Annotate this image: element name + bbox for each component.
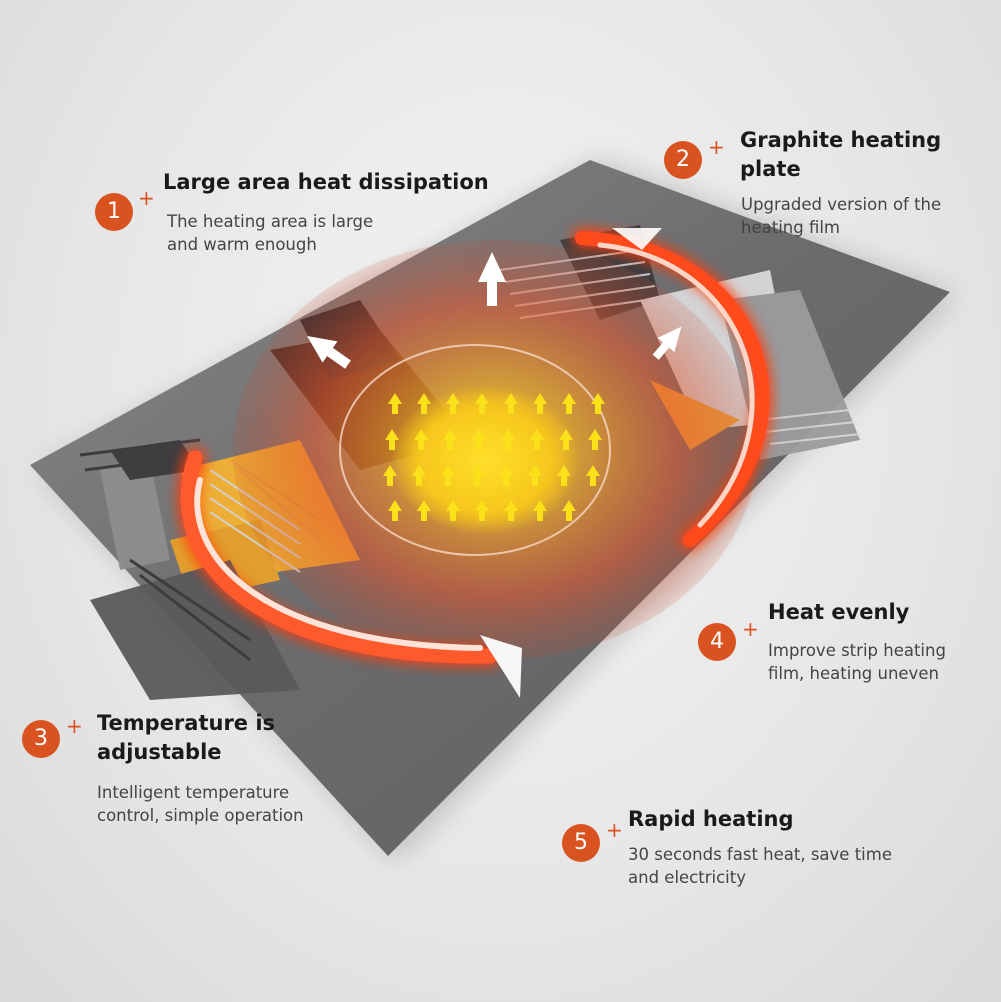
up-arrow-icon [412, 465, 426, 486]
up-arrow-icon [504, 393, 518, 414]
up-arrow-icon [530, 429, 544, 450]
up-arrow-icon [475, 393, 489, 414]
up-arrow-icon-grid [383, 393, 605, 521]
up-arrow-icon [414, 429, 428, 450]
plus-icon: + [138, 186, 155, 210]
up-arrow-icon [417, 500, 431, 521]
up-arrow-icon [591, 393, 605, 414]
callout-description: Improve strip heating film, heating unev… [768, 641, 946, 683]
up-arrow-icon [388, 500, 402, 521]
up-arrow-icon [562, 393, 576, 414]
callout-description: The heating area is large and warm enoug… [167, 212, 374, 254]
up-arrow-icon [475, 500, 489, 521]
circular-arrow-icon [177, 228, 773, 698]
up-arrow-icon [446, 393, 460, 414]
up-arrow-icon [533, 500, 547, 521]
callout-title: Large area heat dissipation [163, 170, 489, 194]
callout-description: 30 seconds fast heat, save time and elec… [628, 845, 892, 887]
up-arrow-icon [441, 465, 455, 486]
up-arrow-icon [533, 393, 547, 414]
up-arrow-icon [504, 500, 518, 521]
callout-number-badge: 2 [664, 141, 702, 179]
callout-description: Upgraded version of the heating film [741, 195, 942, 237]
callout-number-badge: 5 [562, 824, 600, 862]
up-arrow-icon [528, 465, 542, 486]
up-arrow-icon [385, 429, 399, 450]
heat-dissipation-arrows [307, 252, 682, 369]
callout-title: Rapid heating [628, 807, 794, 831]
up-arrow-icon [559, 429, 573, 450]
plus-icon: + [742, 617, 759, 641]
up-arrow-icon [443, 429, 457, 450]
callout-number-badge: 4 [698, 623, 736, 661]
callout-description: Intelligent temperature control, simple … [97, 783, 304, 825]
up-arrow-icon [499, 465, 513, 486]
callout-number-badge: 1 [95, 193, 133, 231]
up-arrow-icon [562, 500, 576, 521]
callout-number-badge: 3 [22, 720, 60, 758]
heat-core [390, 385, 580, 535]
up-arrow-icon [472, 429, 486, 450]
up-arrow-icon [417, 393, 431, 414]
up-arrow-icon [446, 500, 460, 521]
callout-title: Graphite heating plate [740, 128, 942, 181]
up-arrow-icon [588, 429, 602, 450]
heat-zone-ring [339, 344, 611, 556]
plus-icon: + [708, 135, 725, 159]
callout-title: Temperature is adjustable [97, 711, 276, 764]
up-arrow-icon [470, 465, 484, 486]
up-arrow-icon [557, 465, 571, 486]
up-arrow-icon [501, 429, 515, 450]
plus-icon: + [606, 818, 623, 842]
plus-icon: + [66, 714, 83, 738]
callout-title: Heat evenly [768, 600, 910, 624]
up-arrow-icon [586, 465, 600, 486]
up-arrow-icon [388, 393, 402, 414]
up-arrow-icon [383, 465, 397, 486]
